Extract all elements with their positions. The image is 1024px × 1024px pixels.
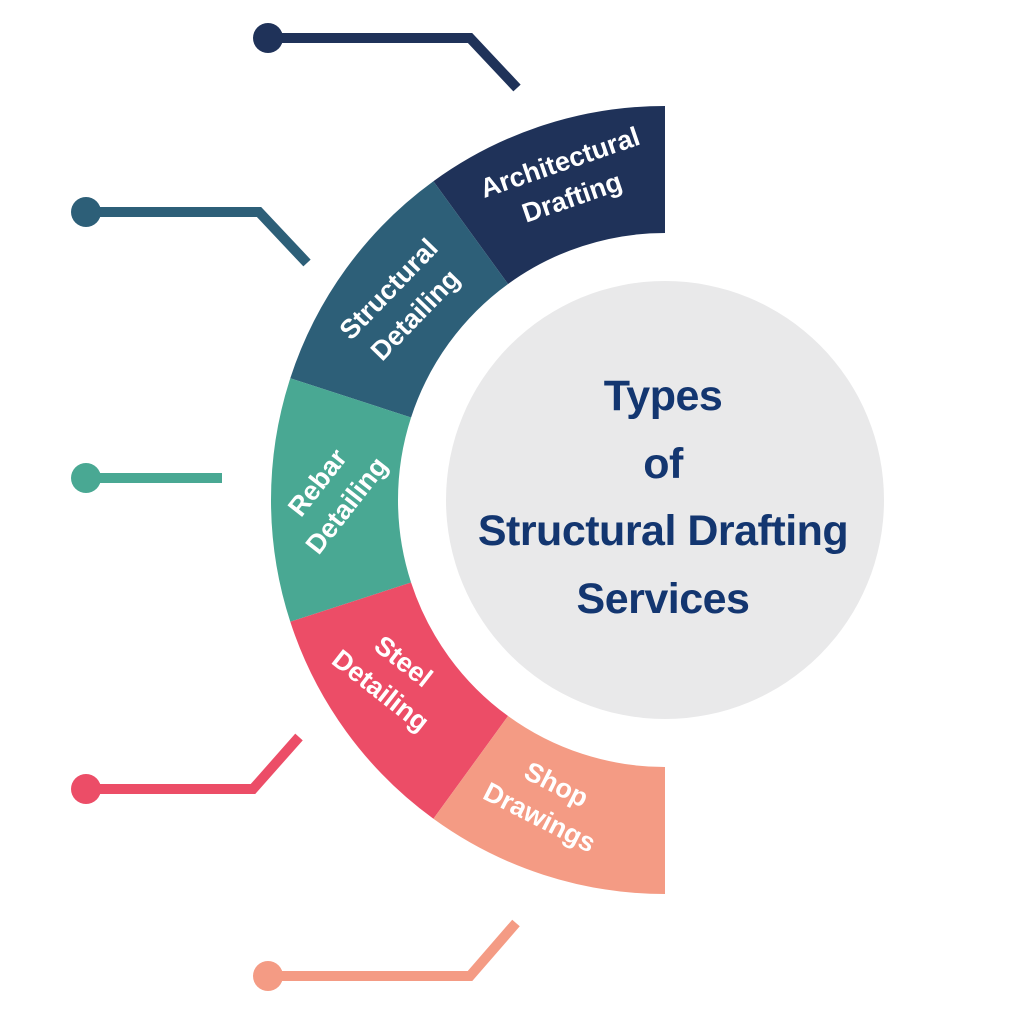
center-title-line: of <box>643 440 684 488</box>
connector-architectural-drafting <box>253 23 521 92</box>
center-title-line: Types <box>604 372 723 420</box>
segment-rebar-detailing <box>270 378 412 622</box>
center-title-line: Structural Drafting <box>478 507 848 555</box>
connector-line-steel-detailing-icon <box>86 733 303 794</box>
connector-dot-shop-drawings-icon <box>253 961 283 991</box>
segment-shop-drawings <box>433 716 665 894</box>
segment-architectural-drafting <box>433 106 665 284</box>
center-circle <box>446 281 884 719</box>
connector-steel-detailing <box>71 733 303 804</box>
segment-structural-detailing <box>290 181 509 418</box>
connector-shop-drawings <box>253 919 520 991</box>
connector-rebar-detailing <box>71 463 222 493</box>
connector-dot-architectural-drafting-icon <box>253 23 283 53</box>
connector-dot-rebar-detailing-icon <box>71 463 101 493</box>
connector-dot-steel-detailing-icon <box>71 774 101 804</box>
connector-line-architectural-drafting-icon <box>268 33 521 92</box>
connectors-layer <box>71 23 521 991</box>
connector-dot-structural-detailing-icon <box>71 197 101 227</box>
segment-steel-detailing <box>290 582 509 819</box>
connector-structural-detailing <box>71 197 311 267</box>
connector-line-structural-detailing-icon <box>86 207 311 267</box>
donut-ring: ArchitecturalDraftingStructuralDetailing… <box>270 106 665 894</box>
connector-line-shop-drawings-icon <box>268 919 520 981</box>
center-title-line: Services <box>577 575 750 623</box>
